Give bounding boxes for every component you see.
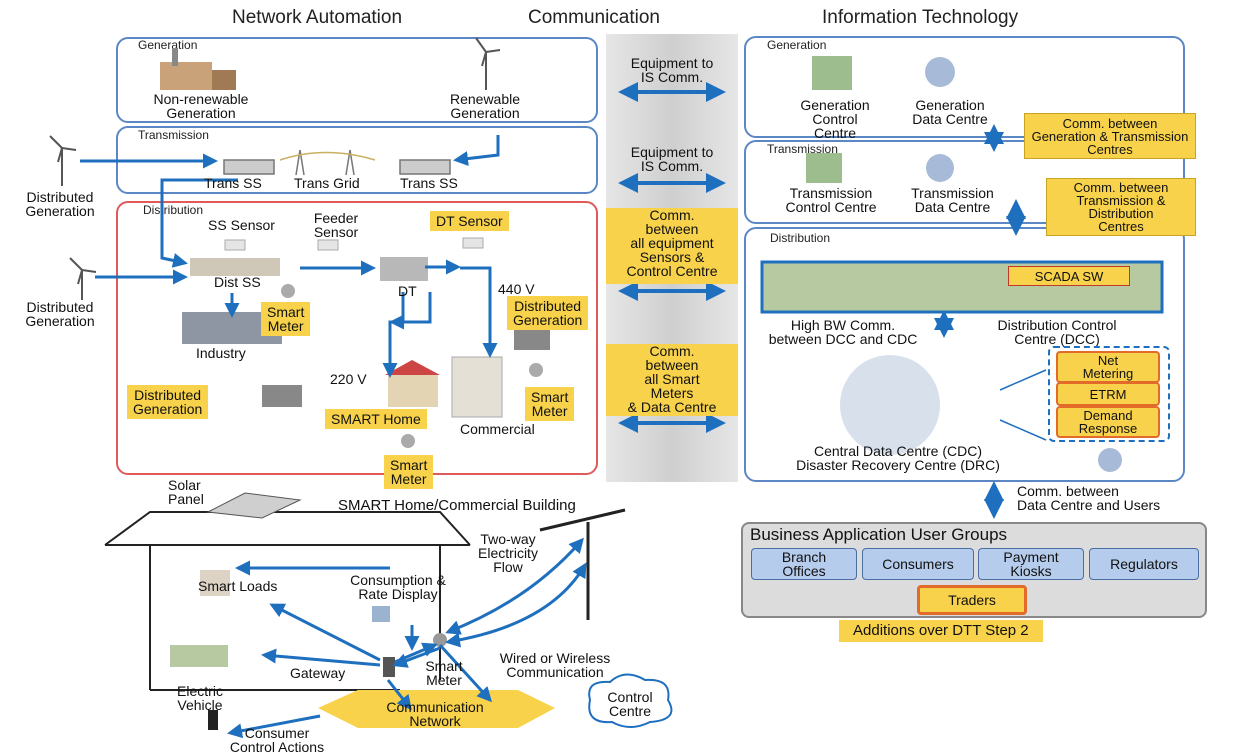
data-centre-icon — [925, 57, 955, 87]
dt-label: DT — [398, 283, 417, 299]
group-regulators[interactable]: Regulators — [1089, 548, 1199, 580]
net-metering-box: Net Metering — [1056, 351, 1160, 383]
comm-data-centre-users-label: Comm. between Data Centre and Users — [1017, 483, 1161, 513]
two-way-flow-label: Two-way Electricity Flow — [478, 531, 538, 575]
feeder-sensor-label: Feeder Sensor — [313, 210, 359, 240]
smart-loads-label: Smart Loads — [198, 578, 278, 594]
consumer-control-actions-label: Consumer Control Actions — [229, 725, 325, 755]
renewable-generation-label: Renewable Generation — [449, 91, 521, 121]
generation-control-centre-label: Generation Control Centre — [800, 97, 870, 141]
dist-ss-icon — [190, 258, 280, 276]
comm-transmission-distribution-label: Comm. between Transmission & Distributio… — [1046, 178, 1196, 236]
group-payment-kiosks[interactable]: Payment Kiosks — [978, 548, 1084, 580]
solar-icon-2 — [262, 385, 302, 407]
smart-meter-label-3: Smart Meter — [384, 455, 434, 489]
na-generation-title: Generation — [138, 38, 198, 52]
dist-ss-label: Dist SS — [214, 274, 261, 290]
smart-meter-label-2: Smart Meter — [525, 387, 575, 421]
communication-network-label[interactable]: Communication Network — [386, 699, 484, 729]
commercial-icon — [451, 356, 503, 418]
transmission-control-centre-label: Transmission Control Centre — [785, 185, 877, 215]
utility-pole-icon — [539, 508, 626, 620]
electric-vehicle-icon — [170, 645, 228, 667]
distributed-generation-label-1: Distributed Generation — [25, 189, 95, 219]
electric-vehicle-label: Electric Vehicle — [177, 683, 223, 713]
distributed-generation-label-b: Distributed Generation — [127, 385, 209, 419]
building-outline-icon — [104, 511, 471, 691]
comm-sensors-control-label: Comm. between all equipment Sensors & Co… — [606, 208, 738, 284]
distributed-generation-label-2: Distributed Generation — [25, 299, 95, 329]
display-icon — [372, 606, 390, 622]
trans-ss-label-2: Trans SS — [400, 175, 458, 191]
trans-grid-label: Trans Grid — [294, 175, 360, 191]
control-centre-cloud-icon — [588, 673, 673, 728]
cdc-drc-label: Central Data Centre (CDC) Disaster Recov… — [796, 443, 1000, 473]
wired-wireless-label: Wired or Wireless Communication — [499, 650, 611, 680]
control-centre-label[interactable]: Control Centre — [607, 689, 653, 719]
non-renewable-generation-label: Non-renewable Generation — [153, 91, 249, 121]
transmission-data-centre-label: Transmission Data Centre — [911, 185, 994, 215]
group-branch-offices[interactable]: Branch Offices — [751, 548, 857, 580]
equipment-is-comm-label-2: Equipment to IS Comm. — [630, 144, 714, 174]
voltage-220-label: 220 V — [330, 371, 367, 387]
power-plant-icon — [160, 48, 236, 90]
smart-loads-icon — [200, 570, 230, 596]
meter-icon — [281, 284, 295, 298]
solar-panel-icon — [206, 492, 302, 519]
home-smart-meter-label: Smart Meter — [425, 658, 463, 688]
communication-network-shape — [318, 690, 555, 728]
business-groups-title: Business Application User Groups — [750, 525, 1008, 544]
ss-sensor-label: SS Sensor — [208, 217, 275, 233]
na-transmission-title: Transmission — [138, 128, 209, 142]
generation-data-centre-label: Generation Data Centre — [912, 97, 988, 127]
comm-meters-data-label: Comm. between all Smart Meters & Data Ce… — [606, 344, 738, 416]
consumer-icon — [208, 710, 218, 730]
it-generation-title: Generation — [767, 38, 827, 52]
comm-generation-transmission-label: Comm. between Generation & Transmission … — [1024, 113, 1196, 159]
gateway-label: Gateway — [290, 665, 346, 681]
smart-meter-icon — [433, 633, 447, 647]
it-distribution-title: Distribution — [770, 231, 831, 245]
header-network-automation: Network Automation — [232, 7, 403, 28]
commercial-label: Commercial — [460, 421, 535, 437]
industry-label: Industry — [196, 345, 246, 361]
home-roof-icon — [385, 360, 440, 375]
smart-home-label: SMART Home — [325, 409, 427, 429]
group-consumers[interactable]: Consumers — [862, 548, 974, 580]
distributed-generation-label-a: Distributed Generation — [507, 296, 589, 330]
high-bw-comm-label: High BW Comm. between DCC and CDC — [768, 317, 918, 347]
voltage-440-label: 440 V — [498, 281, 535, 297]
home-building-title: SMART Home/Commercial Building — [338, 497, 576, 514]
demand-response-box: Demand Response — [1056, 406, 1160, 438]
group-traders[interactable]: Traders — [917, 585, 1027, 615]
it-transmission-title: Transmission — [767, 142, 838, 156]
etrm-box: ETRM — [1056, 382, 1160, 406]
equipment-is-comm-label-1: Equipment to IS Comm. — [630, 55, 714, 85]
wind-turbine-icon — [49, 37, 501, 300]
dt-icon — [380, 257, 428, 281]
home-icon — [388, 375, 438, 407]
additions-footer-label: Additions over DTT Step 2 — [839, 620, 1043, 642]
header-communication: Communication — [528, 7, 660, 28]
control-centre-icon — [812, 56, 852, 90]
header-information-technology: Information Technology — [822, 7, 1019, 28]
scada-sw-label: SCADA SW — [1008, 266, 1130, 286]
dt-sensor-label: DT Sensor — [430, 211, 509, 231]
dcc-label: Distribution Control Centre (DCC) — [997, 317, 1117, 347]
solar-panel-label: Solar Panel — [168, 477, 204, 507]
na-distribution-title: Distribution — [143, 203, 204, 217]
transmission-grid-icon — [223, 149, 451, 176]
solar-icon — [514, 330, 550, 350]
dcc-modules-group — [1048, 346, 1170, 442]
consumption-display-label: Consumption & Rate Display — [350, 572, 446, 602]
smart-meter-label-1: Smart Meter — [261, 302, 311, 336]
trans-ss-label-1: Trans SS — [204, 175, 262, 191]
cdc-icon — [840, 355, 940, 455]
gateway-icon — [383, 657, 395, 677]
